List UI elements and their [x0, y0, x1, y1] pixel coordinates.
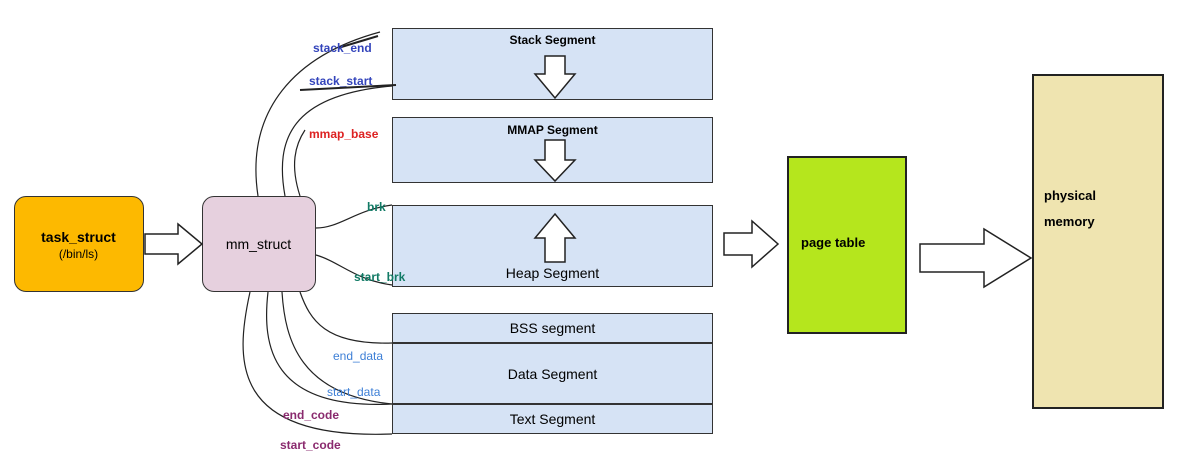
connector-start-data: [281, 291, 393, 405]
heap-segment-label: Heap Segment: [505, 265, 600, 281]
mm-struct-box: mm_struct: [202, 196, 316, 292]
arrow-to-page-table: [723, 219, 780, 269]
page-table-label: page table: [801, 235, 866, 250]
physical-memory-box: physical memory: [1032, 74, 1164, 409]
bss-segment: BSS segment: [392, 313, 713, 343]
page-table-box: page table: [787, 156, 907, 334]
arrow-task-to-mm: [144, 222, 204, 266]
label-end-data: end_data: [333, 349, 383, 363]
data-segment: Data Segment: [392, 343, 713, 404]
task-struct-box: task_struct (/bin/ls): [14, 196, 144, 292]
connector-start-brk: [315, 254, 393, 286]
label-start-data: start_data: [327, 385, 381, 399]
label-brk: brk: [367, 200, 386, 214]
physical-memory-line1: physical: [1044, 188, 1097, 203]
stack-start-underline: [299, 84, 397, 91]
physical-memory-line2: memory: [1044, 214, 1095, 229]
connector-mmap-base: [294, 129, 306, 197]
connector-end-code: [266, 291, 393, 405]
connector-stack-end: [255, 31, 381, 197]
bss-segment-label: BSS segment: [509, 320, 596, 336]
data-segment-label: Data Segment: [507, 366, 598, 382]
arrow-to-physical-memory: [919, 227, 1033, 289]
mmap-down-arrow: [533, 139, 577, 183]
task-struct-title: task_struct: [41, 229, 116, 245]
label-start-brk: start_brk: [354, 270, 406, 284]
connector-stack-start: [281, 85, 393, 197]
connector-end-data: [299, 291, 393, 344]
connector-brk: [315, 204, 393, 229]
label-stack-end: stack_end: [313, 41, 372, 55]
connector-start-code: [242, 291, 393, 435]
label-mmap-base: mmap_base: [309, 127, 379, 141]
task-struct-subtitle: (/bin/ls): [58, 247, 99, 261]
stack-end-underline: [337, 35, 379, 49]
label-end-code: end_code: [283, 408, 339, 422]
heap-up-arrow: [533, 212, 577, 263]
stack-down-arrow: [533, 55, 577, 100]
label-start-code: start_code: [280, 438, 341, 452]
text-segment-label: Text Segment: [509, 411, 596, 427]
stack-segment-label: Stack Segment: [509, 33, 596, 47]
label-stack-start: stack_start: [309, 74, 372, 88]
mmap-segment-label: MMAP Segment: [507, 123, 598, 137]
text-segment: Text Segment: [392, 404, 713, 434]
mm-struct-label: mm_struct: [225, 236, 292, 252]
